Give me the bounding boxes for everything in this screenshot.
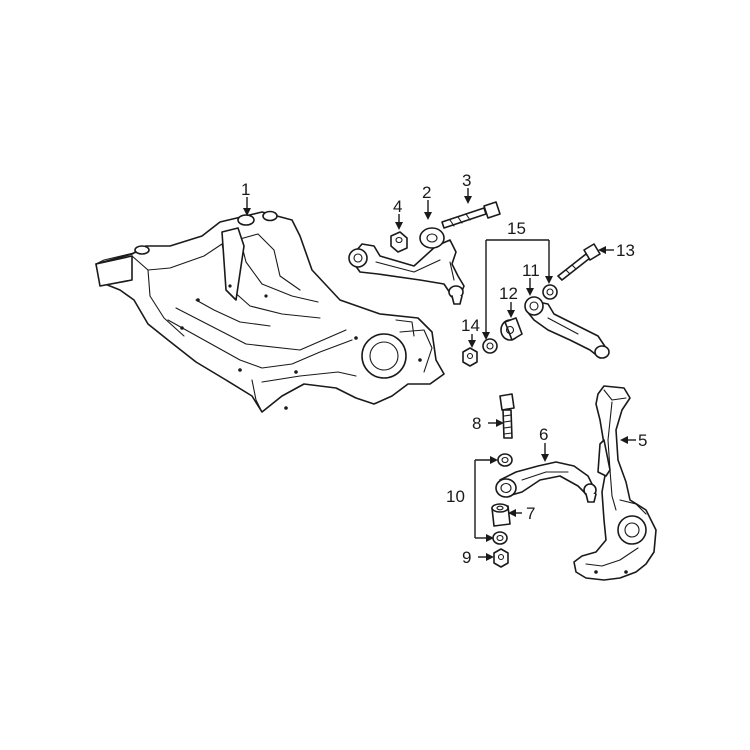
lower-control-arm-part-15 [524,296,610,359]
washer-part-14 [482,338,498,354]
upper-control-arm-part-2 [348,227,465,305]
nut-part-4 [390,231,408,253]
lower-arm-part-6 [495,461,597,503]
steering-knuckle-part-5 [573,385,657,581]
nut-part-14 [462,347,478,367]
leader-lines [243,188,636,561]
callout-11: 11 [522,261,540,280]
callout-2: 2 [422,183,431,202]
subframe-part-1 [95,210,445,413]
callout-6: 6 [539,425,548,444]
callout-10: 10 [446,487,465,506]
callout-8: 8 [472,414,481,433]
callout-5: 5 [638,431,647,450]
bushing-part-12 [500,317,523,341]
callout-13: 13 [616,241,635,260]
callout-3: 3 [462,171,471,190]
nut-part-9 [493,548,509,568]
bolt-part-3 [441,201,501,229]
callout-12: 12 [499,284,518,303]
callout-1: 1 [241,180,250,199]
callout-15: 15 [507,219,526,238]
washer-part-10-bottom [492,531,508,545]
callout-7: 7 [526,504,535,523]
bolt-part-13 [557,243,601,281]
bushing-part-7 [491,503,511,527]
callout-labels: 1 2 3 4 15 13 11 12 14 8 6 5 10 7 9 [241,171,647,567]
washer-part-11 [542,284,558,300]
washer-part-10-top [497,453,513,467]
callout-4: 4 [393,197,402,216]
callout-14: 14 [461,316,480,335]
bolt-part-8 [499,393,515,439]
callout-9: 9 [462,548,471,567]
